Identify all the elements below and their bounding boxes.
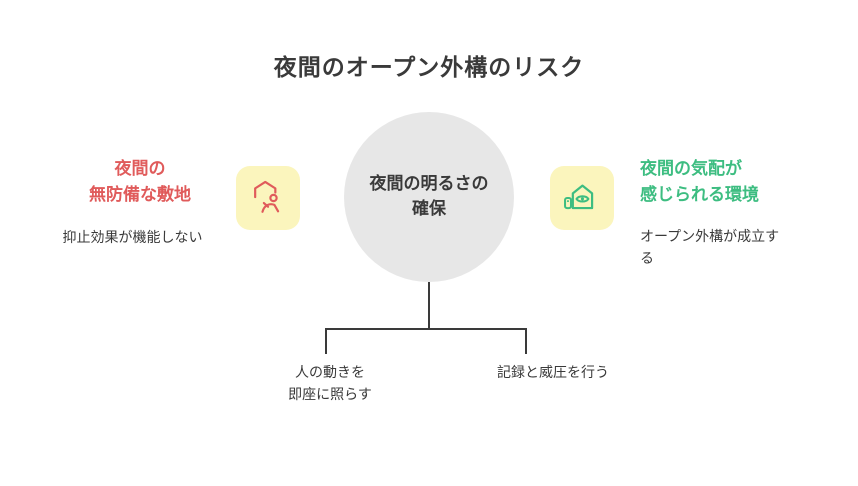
central-node-line1: 夜間の明るさの bbox=[369, 173, 489, 194]
house-surveillance-icon bbox=[560, 176, 604, 220]
page-title: 夜間のオープン外構のリスク bbox=[273, 55, 585, 81]
right-benefit-subtext: オープン外構が成立する bbox=[640, 229, 780, 267]
branch-left-line1: 人の動きを bbox=[295, 365, 365, 381]
connector-horizontal-line bbox=[325, 328, 527, 330]
connector-right-drop-line bbox=[525, 328, 527, 354]
left-risk-heading-line1: 夜間の bbox=[114, 159, 166, 179]
central-node-label: 夜間の明るさの 確保 bbox=[370, 172, 489, 223]
connector-stem-line bbox=[428, 282, 430, 330]
left-icon-box bbox=[236, 166, 300, 230]
connector-left-drop-line bbox=[325, 328, 327, 354]
right-benefit-heading-line2: 感じられる環境 bbox=[640, 185, 759, 206]
branch-left-label: 人の動きを 即座に照らす bbox=[240, 362, 420, 407]
left-risk-subtext: 抑止効果が機能しない bbox=[62, 230, 203, 246]
branch-right-label: 記録と威圧を行う bbox=[497, 365, 609, 381]
house-intruder-icon bbox=[246, 176, 290, 220]
left-risk-heading: 夜間の 無防備な敷地 bbox=[55, 156, 225, 209]
central-node: 夜間の明るさの 確保 bbox=[344, 112, 514, 282]
left-risk-heading-line2: 無防備な敷地 bbox=[89, 185, 191, 206]
branch-left-line2: 即座に照らす bbox=[288, 387, 372, 404]
right-benefit-heading-line1: 夜間の気配が bbox=[640, 159, 742, 179]
central-node-line2: 確保 bbox=[412, 199, 446, 219]
right-icon-box bbox=[550, 166, 614, 230]
right-benefit-heading: 夜間の気配が 感じられる環境 bbox=[640, 156, 830, 209]
